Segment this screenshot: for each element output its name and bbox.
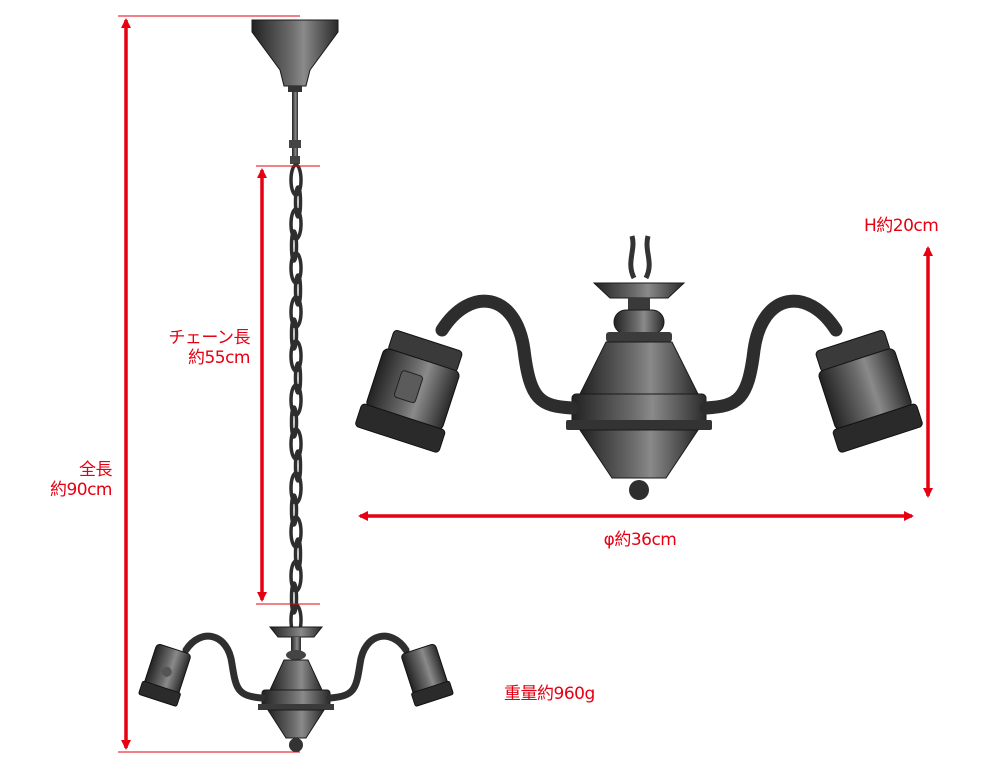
height-label: H約20cm <box>864 216 939 236</box>
canopy <box>251 19 339 87</box>
chain-link <box>293 449 303 483</box>
weight-label: 重量約960g <box>504 684 595 704</box>
closeup-socket-left <box>355 330 463 453</box>
chain-link <box>293 361 303 395</box>
chain-link <box>289 317 299 351</box>
total-length-name: 全長 <box>79 460 113 480</box>
chain-length-name: チェーン長 <box>168 328 250 348</box>
chain-link <box>293 537 303 571</box>
total-length-value: 約90cm <box>49 480 113 500</box>
small-arms <box>182 632 410 702</box>
chain-link <box>289 581 299 615</box>
chain-link <box>293 273 303 307</box>
chain-length-label: チェーン長 約55cm <box>120 328 250 368</box>
chain-link <box>289 405 299 439</box>
diameter-label: φ約36cm <box>603 530 677 550</box>
chain-link <box>289 493 299 527</box>
chain-link <box>293 185 303 219</box>
chain <box>289 163 303 637</box>
dimension-lines <box>118 15 933 753</box>
chain-link <box>289 229 299 263</box>
stem <box>292 92 298 162</box>
small-socket-left <box>138 643 191 707</box>
closeup-chandelier-illustration <box>355 235 923 500</box>
chain-length-value: 約55cm <box>187 348 251 368</box>
total-length-label: 全長 約90cm <box>6 460 113 500</box>
small-socket-right <box>401 643 454 707</box>
closeup-socket-right <box>815 330 923 453</box>
full-chandelier-illustration <box>138 19 454 752</box>
small-hub <box>258 626 334 752</box>
